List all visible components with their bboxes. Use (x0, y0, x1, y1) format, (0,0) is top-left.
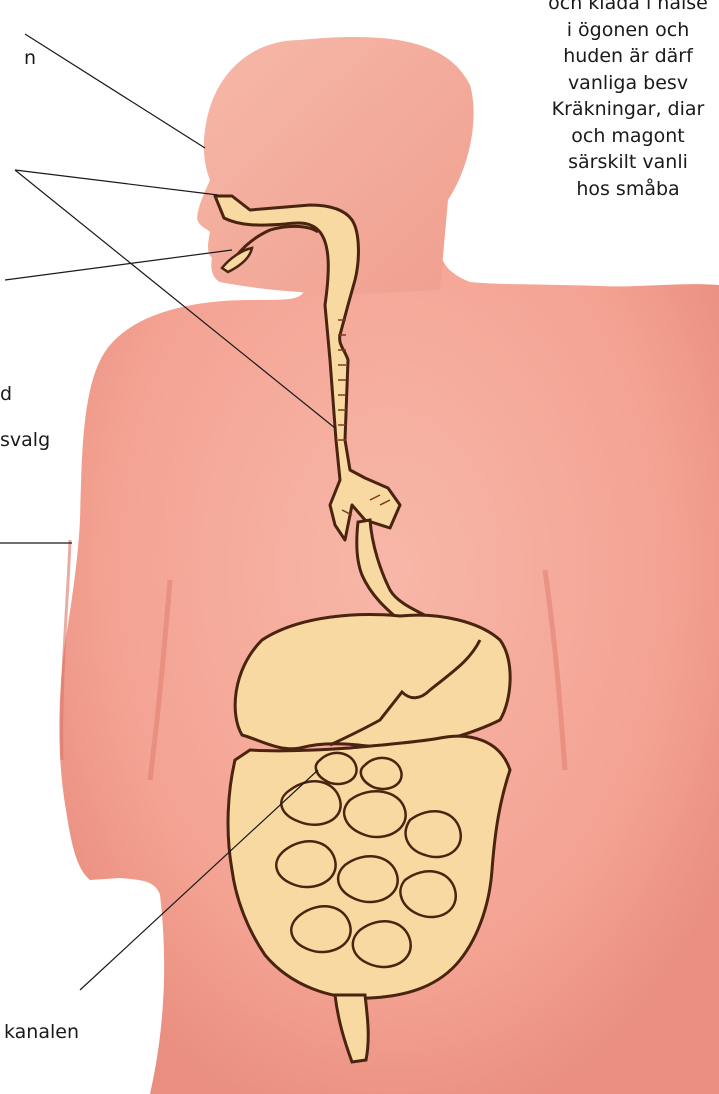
side-text-line: i ögonen och (498, 17, 719, 44)
side-text-line: särskilt vanli (498, 149, 719, 176)
side-text-line: hos småba (498, 176, 719, 203)
side-info-text: och klåda i halse i ögonen och huden är … (498, 0, 719, 202)
side-text-line: huden är därf (498, 43, 719, 70)
label-throat-svalg: svalg (0, 428, 50, 452)
side-text-line: Kräkningar, diar (498, 96, 719, 123)
label-throat: d (0, 382, 12, 406)
side-text-line: och magont (498, 123, 719, 150)
side-text-line: vanliga besv (498, 70, 719, 97)
label-digestive-canal: kanalen (4, 1020, 79, 1044)
stomach-liver (235, 615, 510, 750)
pointer-tongue (5, 250, 232, 280)
pointer-mouth (25, 34, 205, 148)
side-text-line: och klåda i halse (498, 0, 719, 17)
label-mouth: n (24, 46, 36, 70)
pointer-nose (15, 170, 218, 195)
